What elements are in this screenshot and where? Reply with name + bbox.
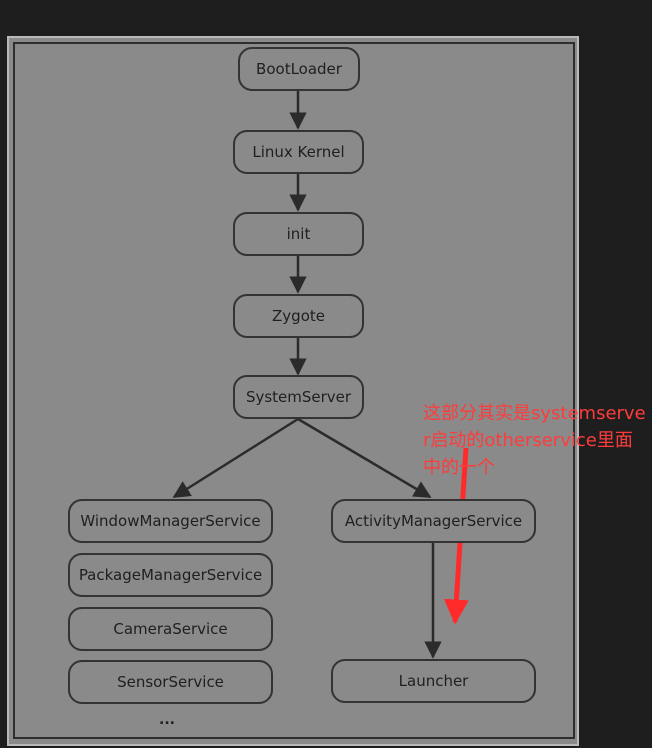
node-windowmanagerservice: WindowManagerService (68, 499, 273, 543)
edge-systemserver-to-activitymanagerservice (297, 417, 432, 499)
annotation-text: 这部分其实是systemserver启动的otherservice里面中的一个 (423, 403, 646, 478)
node-cameraservice: CameraService (68, 607, 273, 651)
node-init: init (233, 212, 364, 256)
edge-systemserver-to-windowmanagerservice (172, 417, 299, 499)
diagram-border (13, 42, 575, 739)
node-zygote: Zygote (233, 294, 364, 338)
more-services-ellipsis: ... (159, 712, 175, 728)
node-linux-kernel: Linux Kernel (233, 130, 364, 174)
node-systemserver: SystemServer (233, 375, 364, 419)
node-launcher: Launcher (331, 659, 536, 703)
node-bootloader: BootLoader (238, 47, 360, 91)
node-packagemanagerservice: PackageManagerService (68, 553, 273, 597)
node-sensorservice: SensorService (68, 660, 273, 704)
node-activitymanagerservice: ActivityManagerService (331, 499, 536, 543)
